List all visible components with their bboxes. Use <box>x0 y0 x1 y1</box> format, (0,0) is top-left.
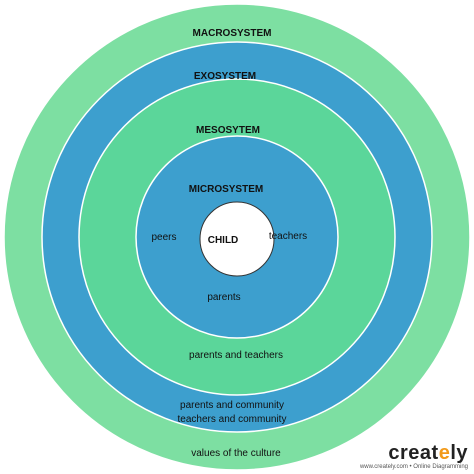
microsystem-item-peers: peers <box>151 232 176 243</box>
macrosystem-title: MACROSYSTEM <box>193 28 272 39</box>
exosystem-title: EXOSYSTEM <box>194 71 256 82</box>
microsystem-title: MICROSYSTEM <box>189 184 263 195</box>
mesosystem-item-parents-teachers: parents and teachers <box>189 350 283 361</box>
creately-watermark: creately www.creately.com • Online Diagr… <box>360 443 468 470</box>
child-label: CHILD <box>208 235 239 246</box>
creately-logo: creately <box>388 442 468 464</box>
macrosystem-item-values: values of the culture <box>191 448 281 459</box>
child-circle <box>199 201 275 277</box>
microsystem-item-parents: parents <box>207 292 240 303</box>
exosystem-item-teachers-community: teachers and community <box>178 414 287 425</box>
microsystem-item-teachers: teachers <box>269 231 307 242</box>
mesosystem-title: MESOSYTEM <box>196 125 260 136</box>
exosystem-item-parents-community: parents and community <box>180 400 284 411</box>
creately-tagline: www.creately.com • Online Diagramming <box>359 464 468 470</box>
